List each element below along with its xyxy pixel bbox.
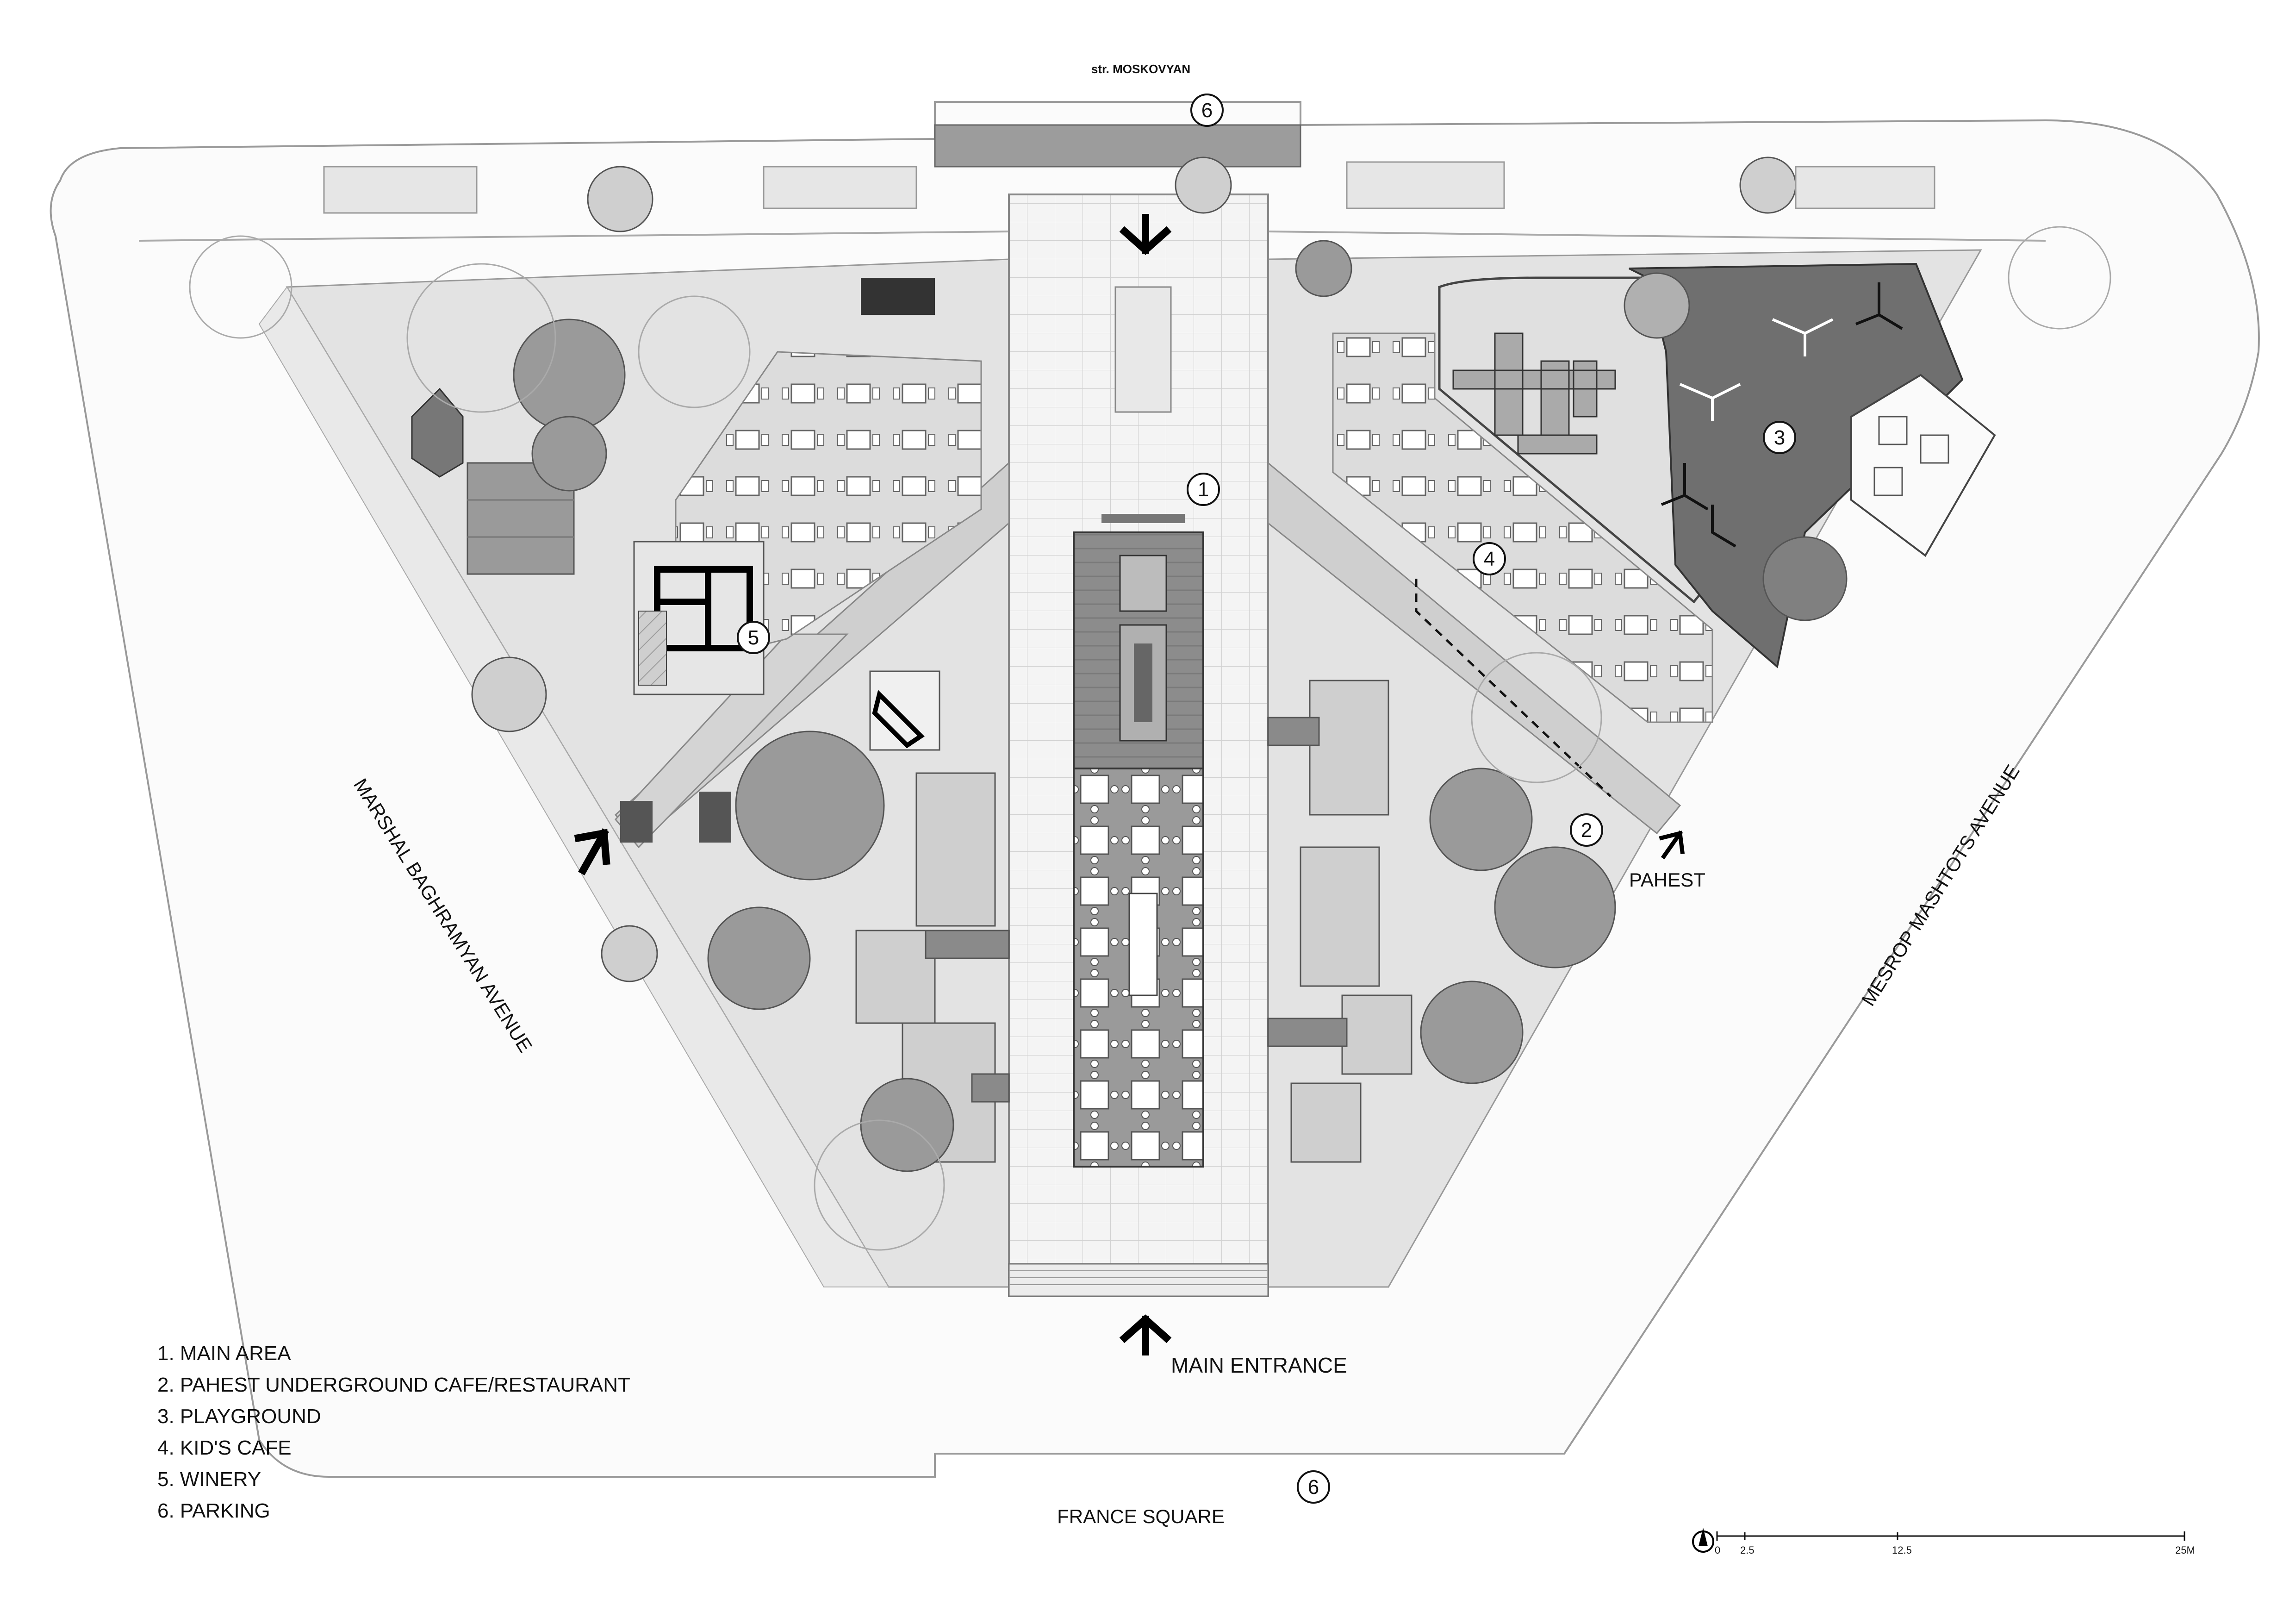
street-label-south: FRANCE SQUARE — [1057, 1505, 1225, 1527]
entrance-label-main: MAIN ENTRANCE — [1171, 1353, 1347, 1377]
marker-circle-3 — [1763, 421, 1796, 454]
north-table-cluster — [1114, 286, 1172, 413]
trampoline-building — [1850, 374, 1996, 557]
scale-tick-0: 0 — [1715, 1544, 1720, 1556]
zone-marker-winery: 5 — [748, 626, 759, 649]
west-lower-path — [615, 633, 849, 849]
east-pavilions — [1267, 680, 1412, 1163]
legend: 1. MAIN AREA 2. PAHEST UNDERGROUND CAFE/… — [157, 1338, 630, 1527]
marker-circle-4 — [1473, 542, 1506, 575]
west-shed — [411, 387, 464, 478]
kids-cafe-route — [1415, 579, 1612, 797]
zone-marker-playground: 3 — [1774, 426, 1785, 449]
marker-circle-2 — [1570, 813, 1603, 847]
legend-item-main-area: 1. MAIN AREA — [157, 1342, 291, 1365]
marker-circle-5 — [737, 621, 770, 654]
zone-marker-kids-cafe: 4 — [1484, 548, 1495, 570]
trees — [471, 156, 1848, 1172]
scale-tick-12-5: 12.5 — [1892, 1544, 1912, 1556]
east-diagonal-path — [1267, 461, 1681, 835]
parking-north — [934, 124, 1301, 168]
street-label-north: str. MOSKOVYAN — [1091, 62, 1190, 76]
site-ground-west-strip — [258, 286, 890, 1287]
zone-marker-parking-north: 6 — [1201, 99, 1213, 122]
sidewalk-planters — [323, 161, 1935, 214]
scale-bar — [1692, 1528, 2185, 1553]
playground-equipment — [1452, 332, 1616, 455]
marker-circle-1 — [1187, 473, 1220, 506]
kids-cafe-terrace — [1332, 332, 1713, 723]
zone-marker-parking-south: 6 — [1308, 1476, 1319, 1499]
marker-circle-6a — [1190, 94, 1224, 127]
legend-item-winery: 5. WINERY — [157, 1468, 261, 1491]
legend-item-playground: 3. PLAYGROUND — [157, 1405, 321, 1428]
marker-circle-6b — [1297, 1470, 1330, 1504]
legend-item-parking: 6. PARKING — [157, 1499, 270, 1522]
playground-hard-area — [1629, 262, 1964, 668]
tree-canopy-shadows — [189, 226, 2111, 1251]
scale-tick-2-5: 2.5 — [1740, 1544, 1755, 1556]
entrance-label-pahest: PAHEST — [1629, 869, 1705, 891]
zone-marker-pahest: 2 — [1581, 819, 1592, 842]
winery-stair — [869, 670, 940, 751]
legend-item-pahest: 2. PAHEST UNDERGROUND CAFE/RESTAURANT — [157, 1374, 630, 1396]
scale-tick-25: 25M — [2175, 1544, 2195, 1556]
entrance-arrows — [574, 214, 1685, 1355]
zone-circles — [737, 94, 1796, 1504]
plaza-steps — [1008, 1263, 1269, 1297]
north-curb — [138, 231, 2046, 242]
legend-item-kids-cafe: 4. KID'S CAFE — [157, 1437, 292, 1459]
zone-marker-main-area: 1 — [1198, 478, 1209, 501]
